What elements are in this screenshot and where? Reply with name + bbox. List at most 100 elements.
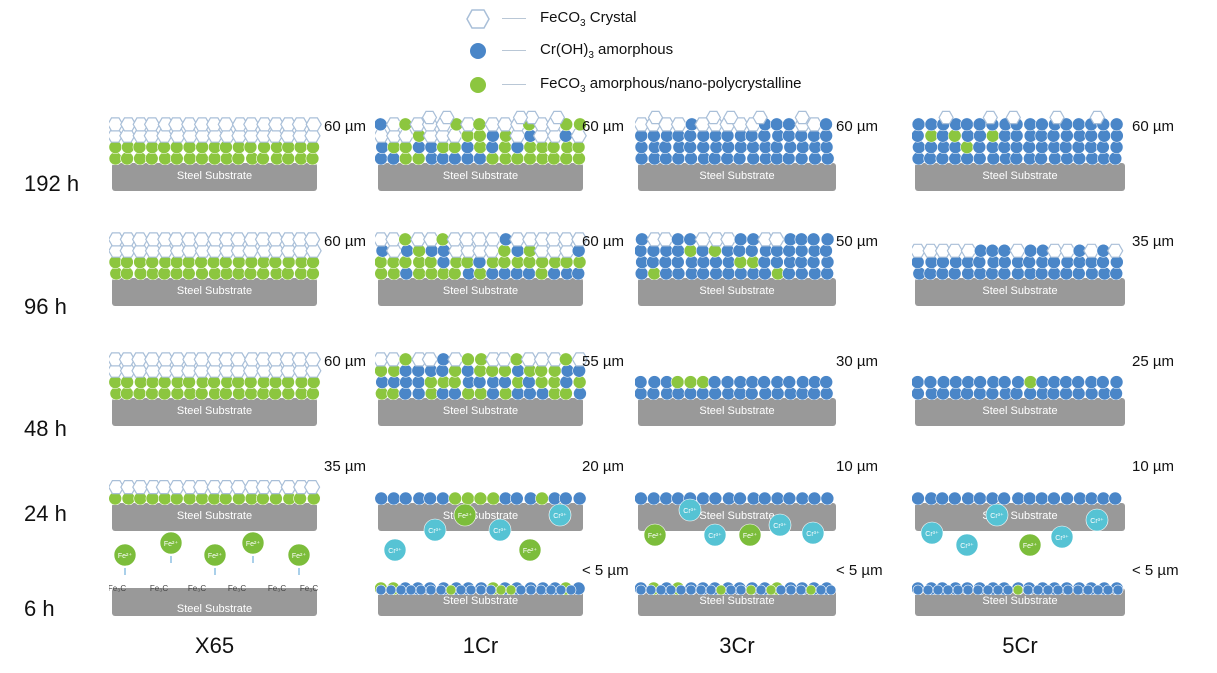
croh3-particle (949, 375, 963, 389)
croh3-particle (997, 375, 1012, 389)
legend-subscript: 3 (580, 18, 586, 29)
croh3-particle (386, 151, 401, 165)
substrate-label: Steel Substrate (176, 405, 253, 417)
feco3-crystal-hexagon (1107, 243, 1124, 258)
layer-thickness-label: < 5 µm (1132, 562, 1179, 579)
feco3-particle (447, 375, 462, 389)
croh3-particle (972, 151, 987, 165)
fe-ion (241, 531, 265, 555)
feco3-crystal-hexagon (254, 232, 272, 247)
feco3-particle (510, 151, 525, 165)
feco3-particle (423, 255, 438, 269)
feco3-crystal-hexagon (256, 117, 273, 132)
feco3-crystal-hexagon (304, 352, 321, 367)
feco3-crystal-hexagon (181, 117, 198, 132)
feco3-particle (133, 266, 148, 280)
steel-substrate: Steel Substrate (112, 503, 317, 531)
croh3-particle (746, 266, 761, 280)
feco3-particle (424, 375, 438, 389)
croh3-particle (960, 117, 974, 132)
layer-thickness-label: 60 µm (324, 353, 366, 370)
croh3-particle (1023, 117, 1038, 132)
croh3-particle (1035, 375, 1050, 389)
croh3-particle (1109, 375, 1124, 389)
croh3-particle (794, 232, 809, 247)
cr-ion-label: Cr³⁺ (990, 512, 1004, 520)
croh3-particle (560, 363, 575, 378)
croh3-particle (815, 584, 827, 595)
feco3-crystal-hexagon (533, 352, 551, 367)
feco3-particle (411, 151, 426, 165)
fe-ion-label: Fe²⁺ (246, 540, 261, 548)
croh3-particle (1072, 255, 1087, 269)
steel-substrate: Steel Substrate (915, 398, 1125, 426)
feco3-particle (472, 117, 487, 132)
legend-suffix: amorphous/nano-polycrystalline (585, 75, 802, 92)
croh3-particle (1071, 266, 1086, 280)
steel-substrate: Steel Substrate (112, 278, 317, 306)
croh3-particle (709, 140, 724, 154)
layer-thickness-label: 55 µm (582, 353, 624, 370)
croh3-particle (375, 375, 389, 389)
croh3-particle (671, 266, 686, 280)
croh3-particle (684, 151, 698, 165)
croh3-particle (659, 266, 673, 280)
croh3-particle (725, 584, 737, 595)
feco3-particle (120, 266, 134, 280)
feco3-crystal-hexagon (168, 117, 185, 132)
croh3-particle (982, 584, 994, 595)
steel-grade-label: 3Cr (719, 633, 755, 658)
feco3-particle (170, 151, 184, 165)
croh3-particle (696, 266, 711, 280)
feco3-crystal-hexagon (181, 479, 198, 495)
croh3-particle (455, 584, 467, 595)
feco3-crystal-hexagon (143, 117, 161, 132)
cr-ion-label: Cr³⁺ (683, 507, 697, 515)
croh3-particle (1047, 266, 1062, 280)
croh3-particle (935, 151, 950, 165)
croh3-particle (769, 117, 784, 132)
feco3-crystal-hexagon (231, 117, 249, 132)
corrosion-layer (635, 232, 835, 280)
fe3c-label: Fe₃C (228, 584, 247, 593)
croh3-particle (746, 140, 760, 154)
fe-ion-label: Fe²⁺ (523, 547, 538, 555)
feco3-particle (294, 266, 308, 280)
layer-thickness-label: 35 µm (324, 458, 366, 475)
fe3c-label: Fe₃C (188, 584, 207, 593)
croh3-particle (708, 491, 723, 505)
croh3-particle (1022, 140, 1037, 154)
steel-substrate: Steel Substrate (378, 163, 583, 191)
corrosion-layer (375, 352, 588, 400)
croh3-particle (734, 140, 748, 154)
feco3-particle (473, 266, 488, 280)
feco3-particle (398, 255, 413, 269)
feco3-particle (559, 352, 573, 367)
steel-substrate: Steel Substrate (915, 163, 1125, 191)
croh3-particle (1035, 255, 1050, 269)
croh3-particle (935, 266, 950, 280)
croh3-particle (1009, 140, 1024, 154)
feco3-particle (745, 584, 757, 595)
feco3-particle (208, 266, 222, 280)
feco3-crystal-hexagon (705, 110, 722, 125)
layer-thickness-label: 60 µm (1132, 118, 1174, 135)
feco3-crystal-hexagon (446, 232, 463, 247)
feco3-crystal-hexagon (303, 232, 321, 247)
fe-ion-label: Fe²⁺ (118, 552, 133, 560)
cr-ion (1050, 525, 1074, 549)
feco3-crystal-hexagon (1083, 243, 1100, 258)
substrate-label: Steel Substrate (699, 405, 775, 417)
layer-thickness-label: 10 µm (1132, 458, 1174, 475)
time-label: 48 h (24, 416, 67, 441)
croh3-particle (1092, 584, 1104, 595)
feco3-crystal-hexagon (280, 117, 297, 132)
croh3-particle (757, 255, 772, 269)
croh3-particle (1042, 584, 1054, 595)
feco3-crystal-hexagon (421, 352, 439, 367)
feco3-crystal-hexagon (292, 232, 309, 247)
croh3-particle (398, 363, 413, 378)
feco3-crystal-hexagon (460, 117, 477, 132)
steel-substrate: Steel Substrate (638, 278, 836, 306)
croh3-particle (683, 128, 698, 143)
